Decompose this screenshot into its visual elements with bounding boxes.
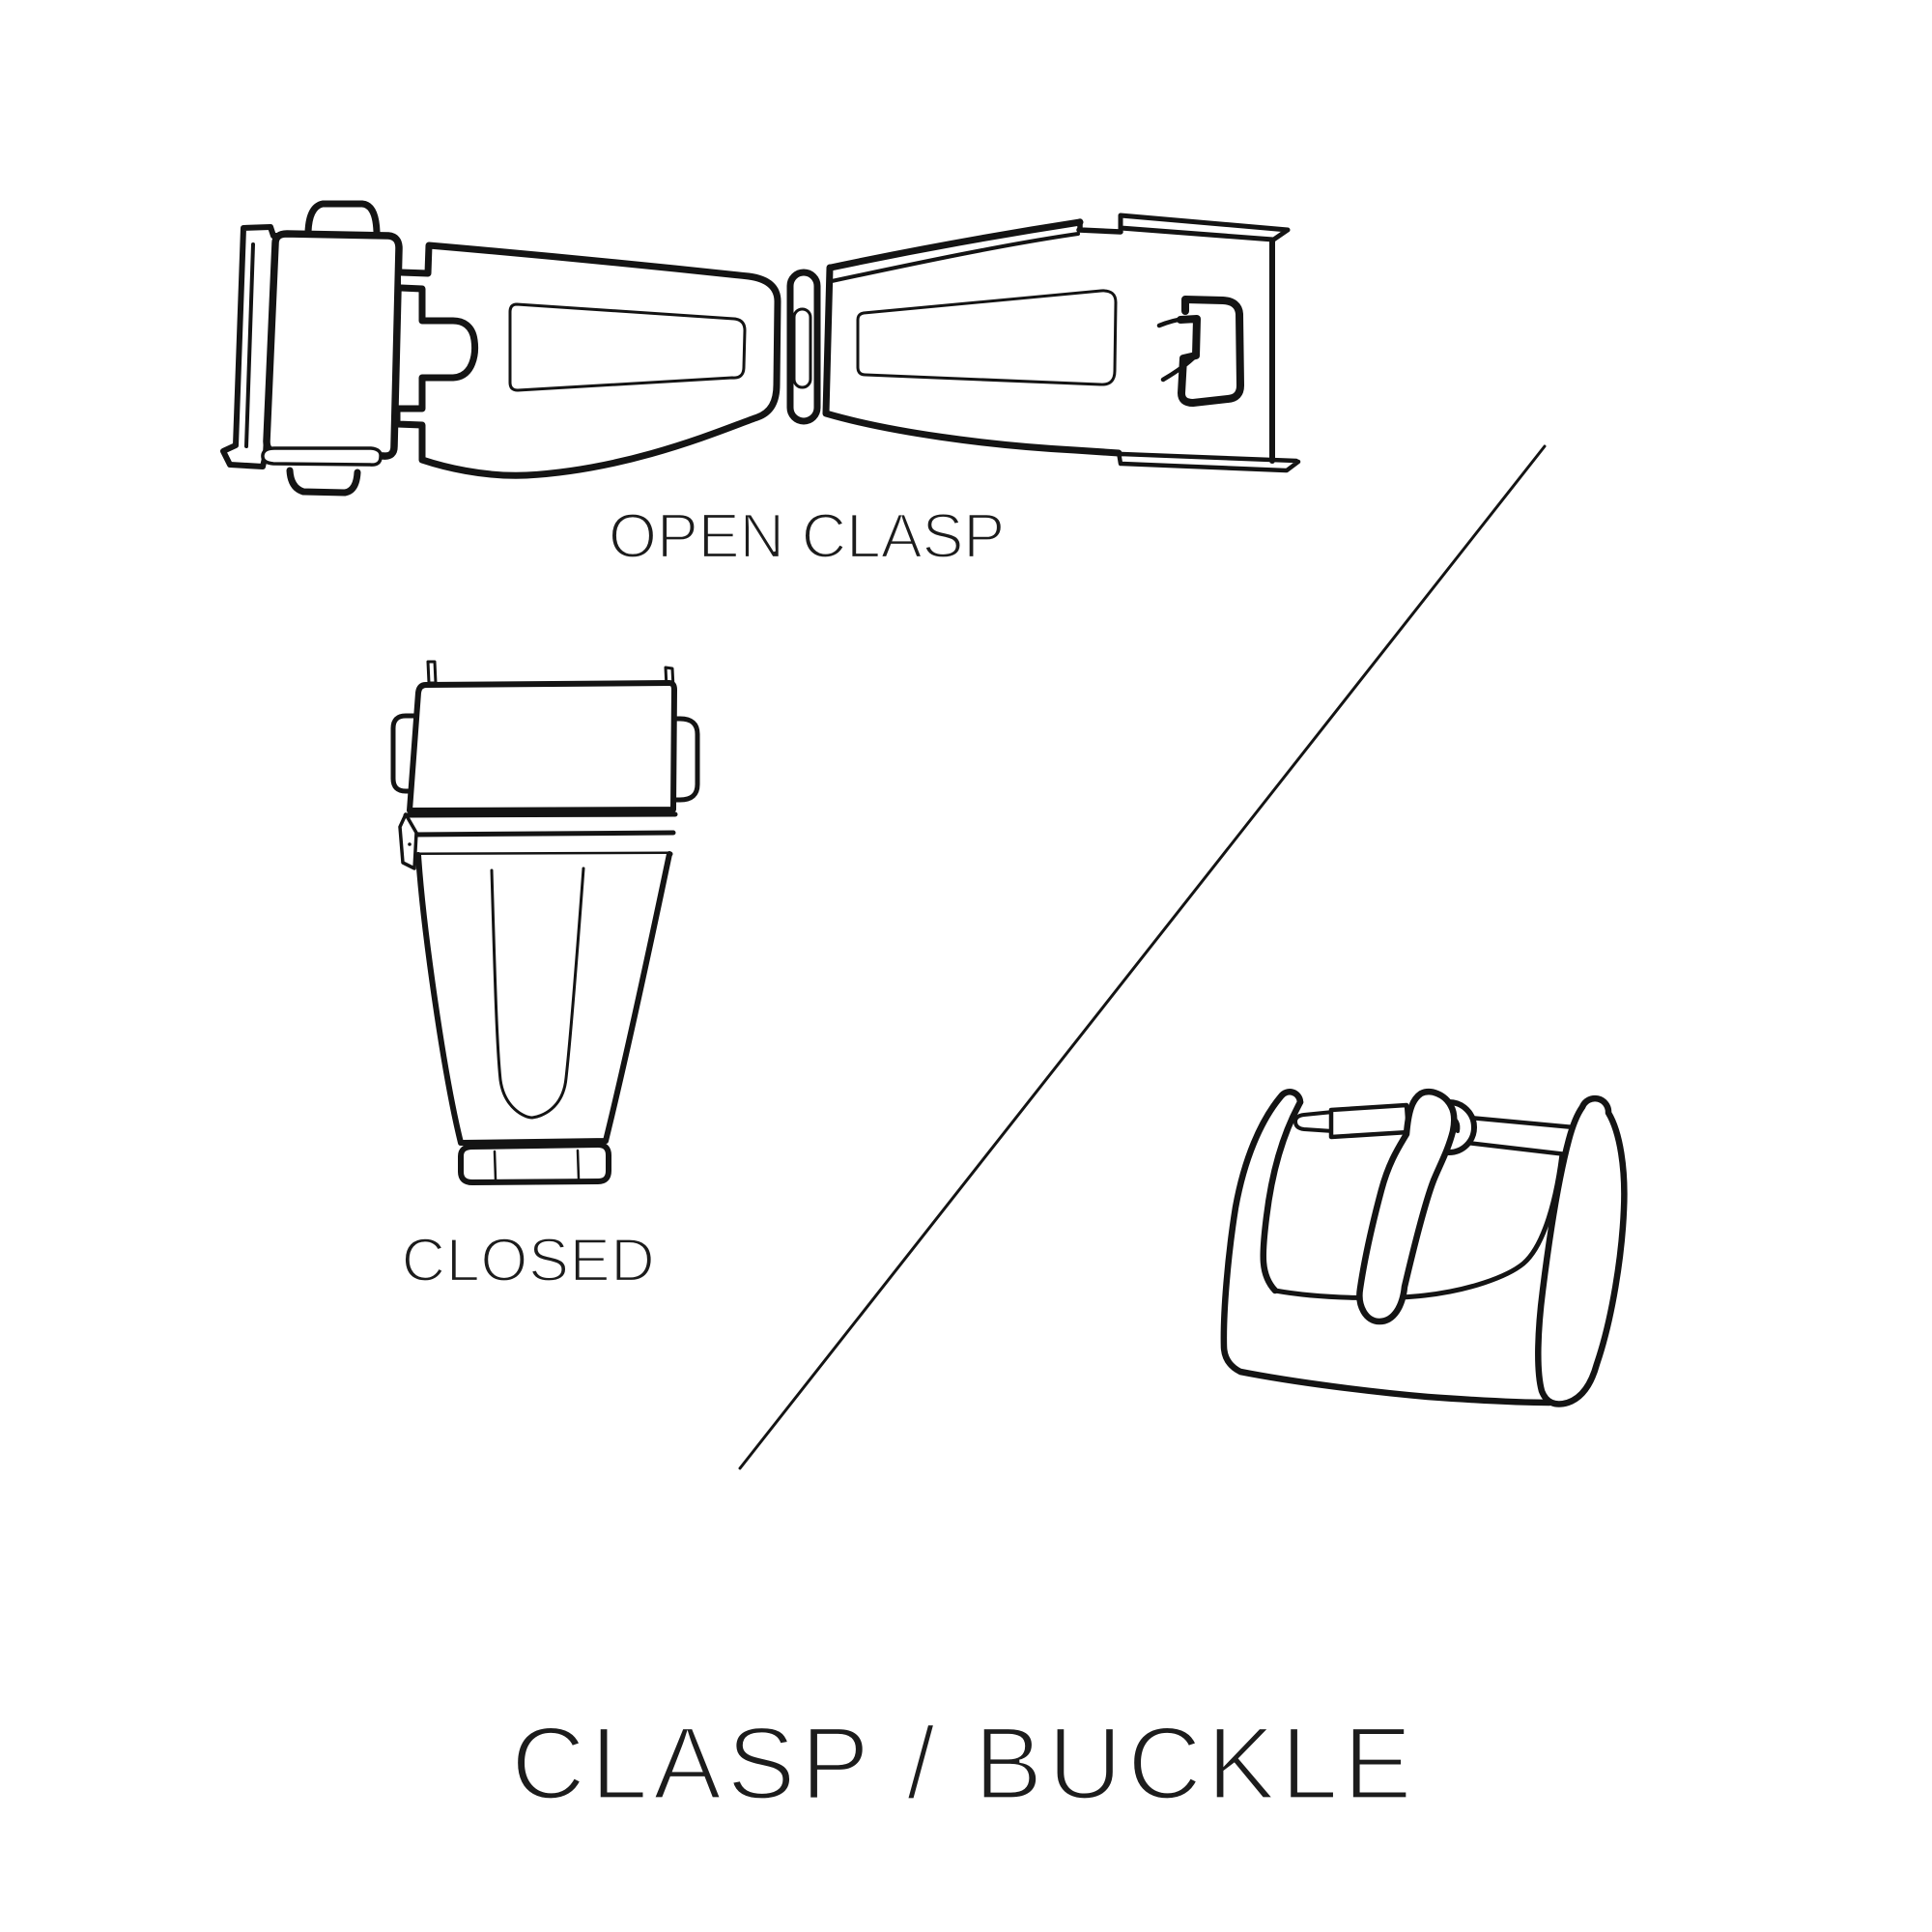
svg-text:CLASP / BUCKLE: CLASP / BUCKLE <box>511 1706 1417 1821</box>
svg-text:OPEN CLASP: OPEN CLASP <box>609 501 1005 571</box>
svg-text:CLOSED: CLOSED <box>402 1227 656 1294</box>
